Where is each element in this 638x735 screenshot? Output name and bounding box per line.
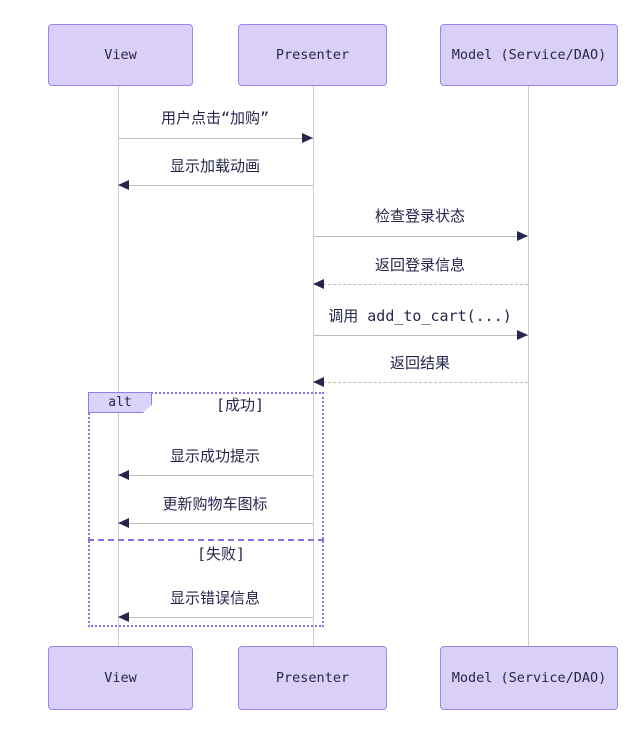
lifeline-presenter xyxy=(312,86,314,646)
actor-presenter-bottom: Presenter xyxy=(238,646,387,710)
message-line xyxy=(118,617,313,618)
arrowhead-icon xyxy=(302,133,313,143)
message-line xyxy=(118,185,313,186)
actor-view-label: View xyxy=(104,670,137,686)
message-line xyxy=(118,138,313,139)
message-line xyxy=(118,523,313,524)
message-label: 更新购物车图标 xyxy=(162,495,268,513)
arrowhead-icon xyxy=(118,612,129,622)
alt-condition-success: [成功] xyxy=(215,396,265,414)
actor-presenter-label: Presenter xyxy=(275,670,350,686)
alt-label: alt xyxy=(88,392,152,413)
message-label: 显示成功提示 xyxy=(169,447,261,465)
alt-keyword: alt xyxy=(108,395,132,410)
message-line xyxy=(313,284,528,285)
actor-presenter-top: Presenter xyxy=(238,24,387,86)
message-label: 调用 add_to_cart(...) xyxy=(328,307,512,325)
message-label: 显示加载动画 xyxy=(169,157,261,175)
message-line xyxy=(313,382,528,383)
message-label: 返回登录信息 xyxy=(374,256,466,274)
arrowhead-icon xyxy=(118,518,129,528)
alt-frame xyxy=(88,392,324,627)
arrowhead-icon xyxy=(118,470,129,480)
message-label: 返回结果 xyxy=(389,354,451,372)
actor-view-bottom: View xyxy=(48,646,193,710)
actor-presenter-label: Presenter xyxy=(275,47,350,63)
message-label: 用户点击“加购” xyxy=(160,109,270,127)
message-label: 显示错误信息 xyxy=(169,589,261,607)
alt-condition-failure: [失败] xyxy=(196,545,246,563)
lifeline-view xyxy=(117,86,119,646)
actor-view-top: View xyxy=(48,24,193,86)
actor-view-label: View xyxy=(104,47,137,63)
arrowhead-icon xyxy=(517,231,528,241)
actor-model-top: Model (Service/DAO) xyxy=(440,24,618,86)
message-line xyxy=(118,475,313,476)
arrowhead-icon xyxy=(313,377,324,387)
arrowhead-icon xyxy=(118,180,129,190)
arrowhead-icon xyxy=(517,330,528,340)
message-line xyxy=(313,335,528,336)
arrowhead-icon xyxy=(313,279,324,289)
lifeline-model xyxy=(527,86,529,646)
message-line xyxy=(313,236,528,237)
alt-divider xyxy=(88,539,324,541)
actor-model-bottom: Model (Service/DAO) xyxy=(440,646,618,710)
actor-model-label: Model (Service/DAO) xyxy=(451,670,607,686)
actor-model-label: Model (Service/DAO) xyxy=(451,47,607,63)
message-label: 检查登录状态 xyxy=(374,207,466,225)
